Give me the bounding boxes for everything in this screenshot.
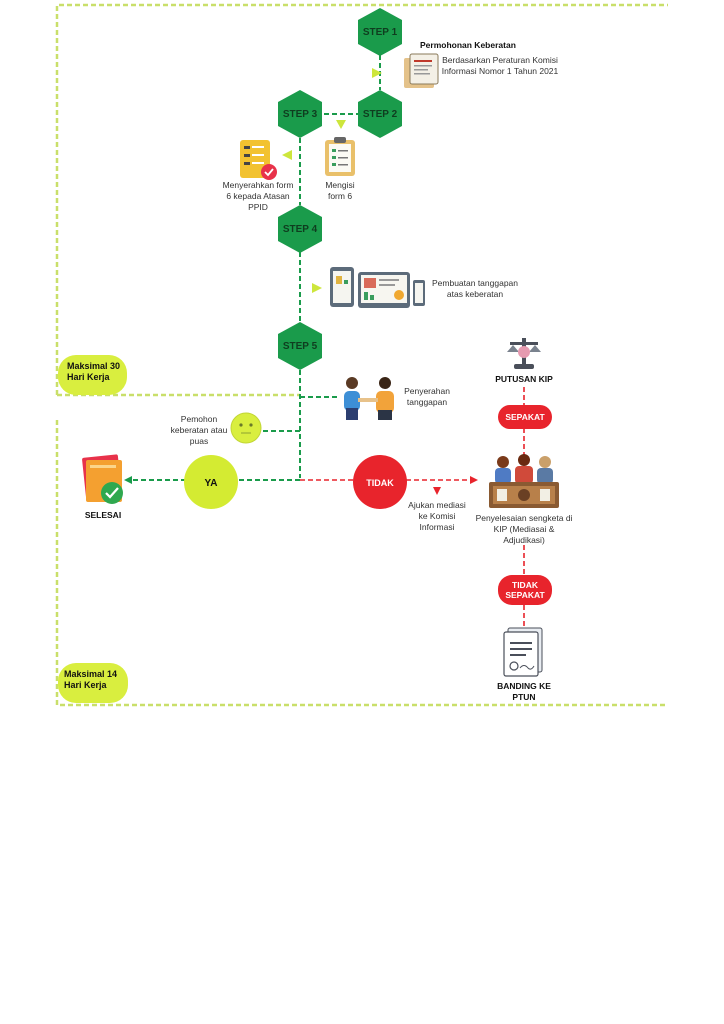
- tidak-sepakat-pill: TIDAK SEPAKAT: [498, 575, 552, 605]
- step-2-hexagon: STEP 2: [358, 90, 402, 138]
- approved-document-icon: [240, 140, 277, 180]
- ajukan-mediasi-text: Ajukan mediasi ke Komisi Informasi: [408, 500, 466, 532]
- frame-lines: [55, 3, 668, 707]
- pemohon-puas-text: Pemohon keberatan atau puas: [170, 414, 228, 446]
- penyerahan-text: Penyerahan tanggapan: [404, 386, 450, 407]
- arrowhead-mediasi: [470, 476, 478, 484]
- tidak-label: TIDAK: [366, 478, 394, 488]
- menyerahkan-text: Menyerahkan form 6 kepada Atasan PPID: [222, 180, 294, 212]
- checklist-clipboard-icon: [325, 137, 355, 176]
- red-down-marker: [433, 487, 441, 495]
- tidak-sepakat-label: TIDAK SEPAKAT: [505, 580, 545, 600]
- red-connectors: [300, 387, 525, 628]
- sepakat-label: SEPAKAT: [505, 412, 545, 422]
- pointer-triangles: [282, 68, 382, 293]
- ya-circle: [184, 455, 238, 509]
- handshake-people-icon: [344, 377, 394, 420]
- document-stack-icon: [404, 53, 439, 88]
- pembuatan-text: Pembuatan tanggapan atas keberatan: [431, 278, 519, 299]
- maksimal-14-badge: Maksimal 14 Hari Kerja: [58, 663, 128, 703]
- tidak-circle: [353, 455, 407, 509]
- sepakat-pill: SEPAKAT: [498, 405, 552, 429]
- step-5-hexagon: STEP 5: [278, 322, 322, 370]
- ya-label: YA: [205, 478, 218, 489]
- step-3-hexagon: STEP 3: [278, 90, 322, 138]
- court-document-icon: [503, 627, 543, 677]
- step-2-label: STEP 2: [363, 109, 398, 120]
- penyelesaian-text: Penyelesaian sengketa di KIP (Mediasai &…: [475, 513, 573, 545]
- step-4-hexagon: STEP 4: [278, 205, 322, 253]
- putusan-kip-text: PUTUSAN KIP: [495, 374, 553, 384]
- banding-text: BANDING KE PTUN: [497, 681, 551, 702]
- completed-folder-icon: [82, 454, 123, 504]
- step-4-label: STEP 4: [283, 224, 318, 235]
- maksimal-14-text: Maksimal 14 Hari Kerja: [64, 669, 118, 690]
- maksimal-30-text: Maksimal 30 Hari Kerja: [67, 361, 121, 382]
- permohonan-title: Permohonan Keberatan: [420, 40, 516, 50]
- justice-scale-icon: [507, 338, 541, 369]
- court-panel-icon: [489, 454, 559, 508]
- step-5-label: STEP 5: [283, 341, 318, 352]
- neutral-face-icon: [230, 412, 262, 444]
- selesai-text: SELESAI: [84, 510, 122, 520]
- mengisi-form-text: Mengisi form 6: [325, 180, 355, 201]
- step-1-label: STEP 1: [363, 27, 398, 38]
- step-3-label: STEP 3: [283, 109, 318, 120]
- maksimal-30-badge: Maksimal 30 Hari Kerja: [58, 355, 127, 395]
- step-1-hexagon: STEP 1: [358, 8, 402, 56]
- permohonan-description: Berdasarkan Peraturan Komisi Informasi N…: [441, 55, 559, 76]
- monitor-charts-icon: [330, 267, 425, 308]
- arrowhead-selesai: [124, 476, 132, 484]
